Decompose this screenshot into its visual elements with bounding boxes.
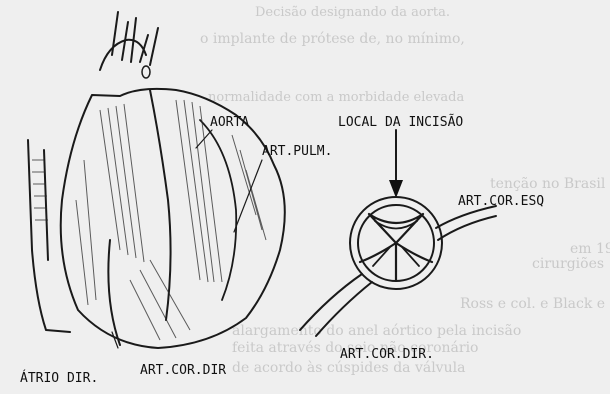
aorta-trunk <box>150 90 171 320</box>
label-atrio-dir: ÁTRIO DIR. <box>20 370 98 386</box>
aorta-leader <box>196 130 212 148</box>
incision-arrow-head <box>389 180 403 198</box>
vessel-lumen <box>142 66 150 78</box>
bg-text-line-8: alargamento do anel aórtico pela incisão <box>232 323 521 339</box>
label-local-incisao: LOCAL DA INCISÃO <box>338 114 463 130</box>
bg-text-line-5: em 1968, usando uma técnica <box>570 241 610 257</box>
right-coronary-curve <box>108 240 120 345</box>
bg-text-line-7: Ross e col. e Black e col. <box>460 296 610 312</box>
label-art-pulm: ART.PULM. <box>262 144 332 159</box>
art-pulm-leader <box>234 160 262 232</box>
background-text: Decisão designando da aorta. o implante … <box>200 5 610 376</box>
bg-text-line-2: o implante de prótese de, no mínimo, <box>200 31 465 47</box>
bg-text-line-6: cirurgiões <box>532 256 604 272</box>
heart-hatching <box>76 100 266 340</box>
label-aorta: AORTA <box>210 115 249 130</box>
label-art-cor-dir-left: ART.COR.DIR <box>140 363 226 378</box>
left-coronary-branch <box>436 206 496 240</box>
label-art-cor-esq: ART.COR.ESQ <box>458 194 544 209</box>
bg-text-line-1: Decisão designando da aorta. <box>255 5 450 20</box>
great-vessels <box>112 12 158 65</box>
bg-text-line-4: tenção no Brasil foi iniciado <box>490 176 610 192</box>
label-art-cor-dir-right: ART.COR.DIR. <box>340 347 434 362</box>
heart-outline <box>61 89 285 348</box>
right-atrium-outline <box>28 140 70 332</box>
bg-text-line-3: normalidade com a morbidade elevada <box>208 90 465 105</box>
heart-drawing <box>28 12 285 348</box>
